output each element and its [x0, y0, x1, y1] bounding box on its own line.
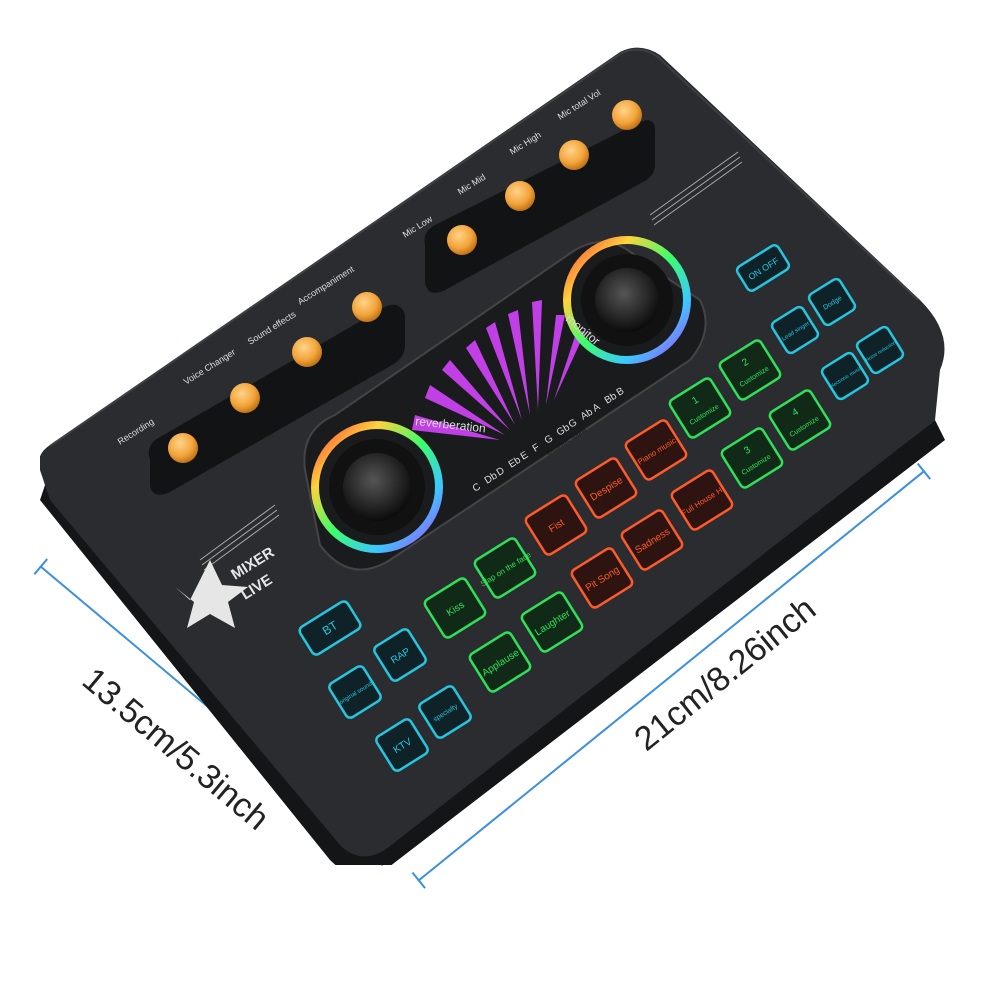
knob-mic-high	[559, 140, 589, 170]
pad-dodge: Dodge	[807, 277, 857, 327]
knob-mic-total-vol	[612, 100, 642, 130]
pad-applause: Applause	[468, 631, 532, 693]
mixer-device: Recording Voice Changer Sound effects Ac…	[40, 47, 945, 865]
svg-text:4: 4	[790, 406, 801, 419]
pad-original-sound: original sound	[328, 665, 382, 719]
svg-text:F: F	[531, 442, 542, 455]
knob-voice-changer	[230, 383, 260, 413]
pad-sadness: Sadness	[620, 509, 684, 571]
pad-slap: Slap on the face	[473, 537, 537, 599]
pad-despise: Despise	[574, 457, 638, 519]
pad-fist: Fist	[524, 494, 588, 556]
pad-lead-singer: Lead singer	[770, 305, 820, 355]
svg-text:B: B	[615, 386, 627, 399]
pad-grid: Kiss Slap on the face Applause Laughter …	[298, 244, 905, 772]
svg-text:E: E	[519, 450, 531, 463]
pad-noise-reduction: Noise reduction	[855, 325, 905, 375]
knob-accompaniment	[352, 292, 382, 322]
note-row: C Db D Eb E F G Gb G Ab A Bb B	[471, 386, 627, 495]
pad-ktv: KTV	[375, 718, 429, 772]
spectrum-fan	[412, 300, 585, 440]
svg-text:3: 3	[742, 444, 753, 457]
svg-text:1: 1	[690, 394, 701, 407]
pad-laughter: Laughter	[520, 591, 584, 653]
pad-piano-music: Piano music	[624, 419, 688, 481]
pad-specialty: specialty	[418, 685, 472, 739]
svg-text:C: C	[471, 481, 483, 494]
svg-text:2: 2	[740, 356, 751, 369]
knob-sound-effects	[292, 337, 322, 367]
pad-electronic-music: electronic music	[820, 351, 870, 401]
pad-on-off: ON OFF	[735, 244, 791, 292]
pad-bt: BT	[298, 600, 362, 656]
monitor-dial	[563, 236, 691, 364]
music-staff-decoration	[199, 151, 743, 571]
svg-text:A: A	[591, 402, 603, 415]
reverberation-dial	[311, 421, 443, 553]
knob-mic-mid	[505, 181, 535, 211]
pad-pit-song: Pit Song	[570, 547, 634, 609]
pad-kiss: Kiss	[423, 577, 487, 639]
knob-mic-low	[447, 225, 477, 255]
pad-rap: RAP	[373, 628, 427, 682]
svg-text:D: D	[495, 465, 507, 478]
center-panel: reverberation monitor C Db D Eb E F G Gb…	[303, 236, 707, 571]
pad-full-house-hi: Full House Hi	[670, 469, 734, 531]
knob-recording	[168, 433, 198, 463]
